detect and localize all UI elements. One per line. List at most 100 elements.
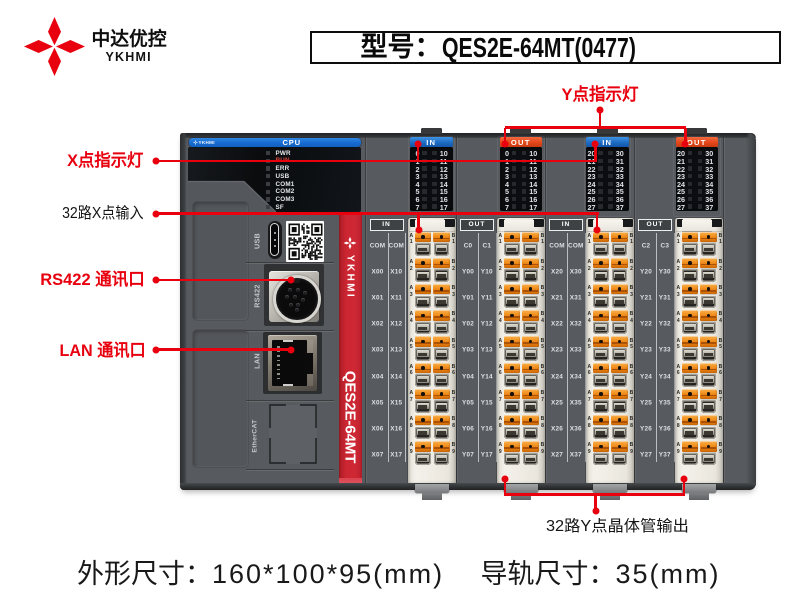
wire-clamp[interactable] xyxy=(503,310,521,335)
wire-clamp[interactable] xyxy=(503,257,521,283)
wire-clamp[interactable] xyxy=(700,362,717,387)
wire-clamp[interactable] xyxy=(611,414,628,440)
cpu-cover-panel[interactable] xyxy=(193,201,248,320)
wire-clamp[interactable] xyxy=(681,257,699,283)
wire-clamp[interactable] xyxy=(681,336,699,361)
wire-clamp[interactable] xyxy=(503,283,521,309)
panel-number: 16 xyxy=(529,195,538,204)
wire-clamp[interactable] xyxy=(700,388,717,414)
panel-header-in: IN xyxy=(410,137,453,148)
wire-clamp[interactable] xyxy=(503,388,521,414)
wire-clamp[interactable] xyxy=(592,441,610,466)
wire-clamp[interactable] xyxy=(681,283,699,309)
wire-clamp[interactable] xyxy=(414,257,432,283)
wire-clamp[interactable] xyxy=(522,283,539,309)
wire-clamp[interactable] xyxy=(433,231,450,256)
wire-clamp[interactable] xyxy=(700,414,717,440)
wire-clamp[interactable] xyxy=(592,414,610,440)
wire-clamp[interactable] xyxy=(433,336,450,361)
wire-clamp[interactable] xyxy=(414,388,432,414)
wire-clamp[interactable] xyxy=(522,231,539,256)
wire-clamp[interactable] xyxy=(681,231,699,256)
wire-clamp[interactable] xyxy=(414,441,432,466)
wire-clamp[interactable] xyxy=(414,362,432,387)
clamp-number: 9 xyxy=(498,448,502,455)
wire-clamp[interactable] xyxy=(611,441,628,466)
wire-clamp[interactable] xyxy=(611,336,628,361)
wire-clamp[interactable] xyxy=(592,362,610,387)
wire-clamp[interactable] xyxy=(592,310,610,335)
cpu-cover-panel[interactable] xyxy=(193,329,248,467)
wire-clamp[interactable] xyxy=(503,231,521,256)
wire-clamp[interactable] xyxy=(611,257,628,283)
wire-clamp[interactable] xyxy=(522,257,539,283)
wire-clamp[interactable] xyxy=(433,283,450,309)
wire-clamp[interactable] xyxy=(503,414,521,440)
clamp-screw-dot xyxy=(528,366,533,370)
annotation-dot xyxy=(287,346,295,354)
wire-clamp[interactable] xyxy=(414,336,432,361)
panel-number: 20 xyxy=(677,149,685,159)
led-square xyxy=(598,189,603,194)
wire-clamp[interactable] xyxy=(522,336,539,361)
clamp-letter: B xyxy=(451,285,456,292)
clamp-number: 7 xyxy=(587,396,591,403)
wire-clamp[interactable] xyxy=(611,283,628,309)
wire-opening xyxy=(682,452,698,466)
wire-clamp[interactable] xyxy=(433,310,450,335)
panel-number: 31 xyxy=(615,156,624,166)
wire-clamp[interactable] xyxy=(522,362,539,387)
wire-clamp[interactable] xyxy=(522,441,539,466)
wire-clamp[interactable] xyxy=(503,336,521,361)
ethercat-port-cover[interactable] xyxy=(268,404,318,465)
wire-clamp[interactable] xyxy=(681,362,699,387)
wire-clamp[interactable] xyxy=(700,257,717,283)
terminal-name: X34 xyxy=(569,373,582,380)
wire-clamp[interactable] xyxy=(592,336,610,361)
wire-clamp[interactable] xyxy=(611,362,628,387)
wire-clamp[interactable] xyxy=(700,336,717,361)
wire-slot xyxy=(702,245,715,252)
rs422-port[interactable] xyxy=(263,264,324,326)
wire-clamp[interactable] xyxy=(592,388,610,414)
wire-clamp[interactable] xyxy=(414,310,432,335)
wire-clamp[interactable] xyxy=(522,414,539,440)
wire-clamp[interactable] xyxy=(611,388,628,414)
wire-clamp[interactable] xyxy=(414,231,432,256)
wire-clamp[interactable] xyxy=(433,257,450,283)
panel-header-in: IN xyxy=(586,137,629,148)
clamp-screw-dot xyxy=(510,418,514,423)
wire-clamp[interactable] xyxy=(611,310,628,335)
wire-clamp[interactable] xyxy=(503,362,521,387)
wire-clamp[interactable] xyxy=(681,441,699,466)
wire-clamp[interactable] xyxy=(681,414,699,440)
usb-c-port[interactable] xyxy=(267,221,282,259)
wire-clamp[interactable] xyxy=(433,362,450,387)
led-square xyxy=(422,181,427,186)
wire-clamp[interactable] xyxy=(700,310,717,335)
wire-clamp[interactable] xyxy=(681,388,699,414)
wire-clamp[interactable] xyxy=(700,441,717,466)
annotation-dot xyxy=(593,226,601,234)
wire-clamp[interactable] xyxy=(433,388,450,414)
wire-clamp[interactable] xyxy=(700,231,717,256)
wire-clamp[interactable] xyxy=(592,283,610,309)
wire-clamp[interactable] xyxy=(611,231,628,256)
wire-clamp[interactable] xyxy=(503,441,521,466)
wire-clamp[interactable] xyxy=(681,310,699,335)
wire-clamp[interactable] xyxy=(592,257,610,283)
clamp-screw-dot xyxy=(439,261,444,265)
wire-clamp[interactable] xyxy=(700,283,717,309)
wire-clamp[interactable] xyxy=(433,414,450,440)
wire-clamp[interactable] xyxy=(414,414,432,440)
wire-clamp[interactable] xyxy=(522,310,539,335)
wire-clamp[interactable] xyxy=(592,231,610,256)
wire-clamp[interactable] xyxy=(433,441,450,466)
wire-clamp[interactable] xyxy=(414,283,432,309)
lan-port[interactable] xyxy=(263,331,322,394)
wire-clamp[interactable] xyxy=(522,388,539,414)
clamp-letter: A xyxy=(676,389,681,396)
